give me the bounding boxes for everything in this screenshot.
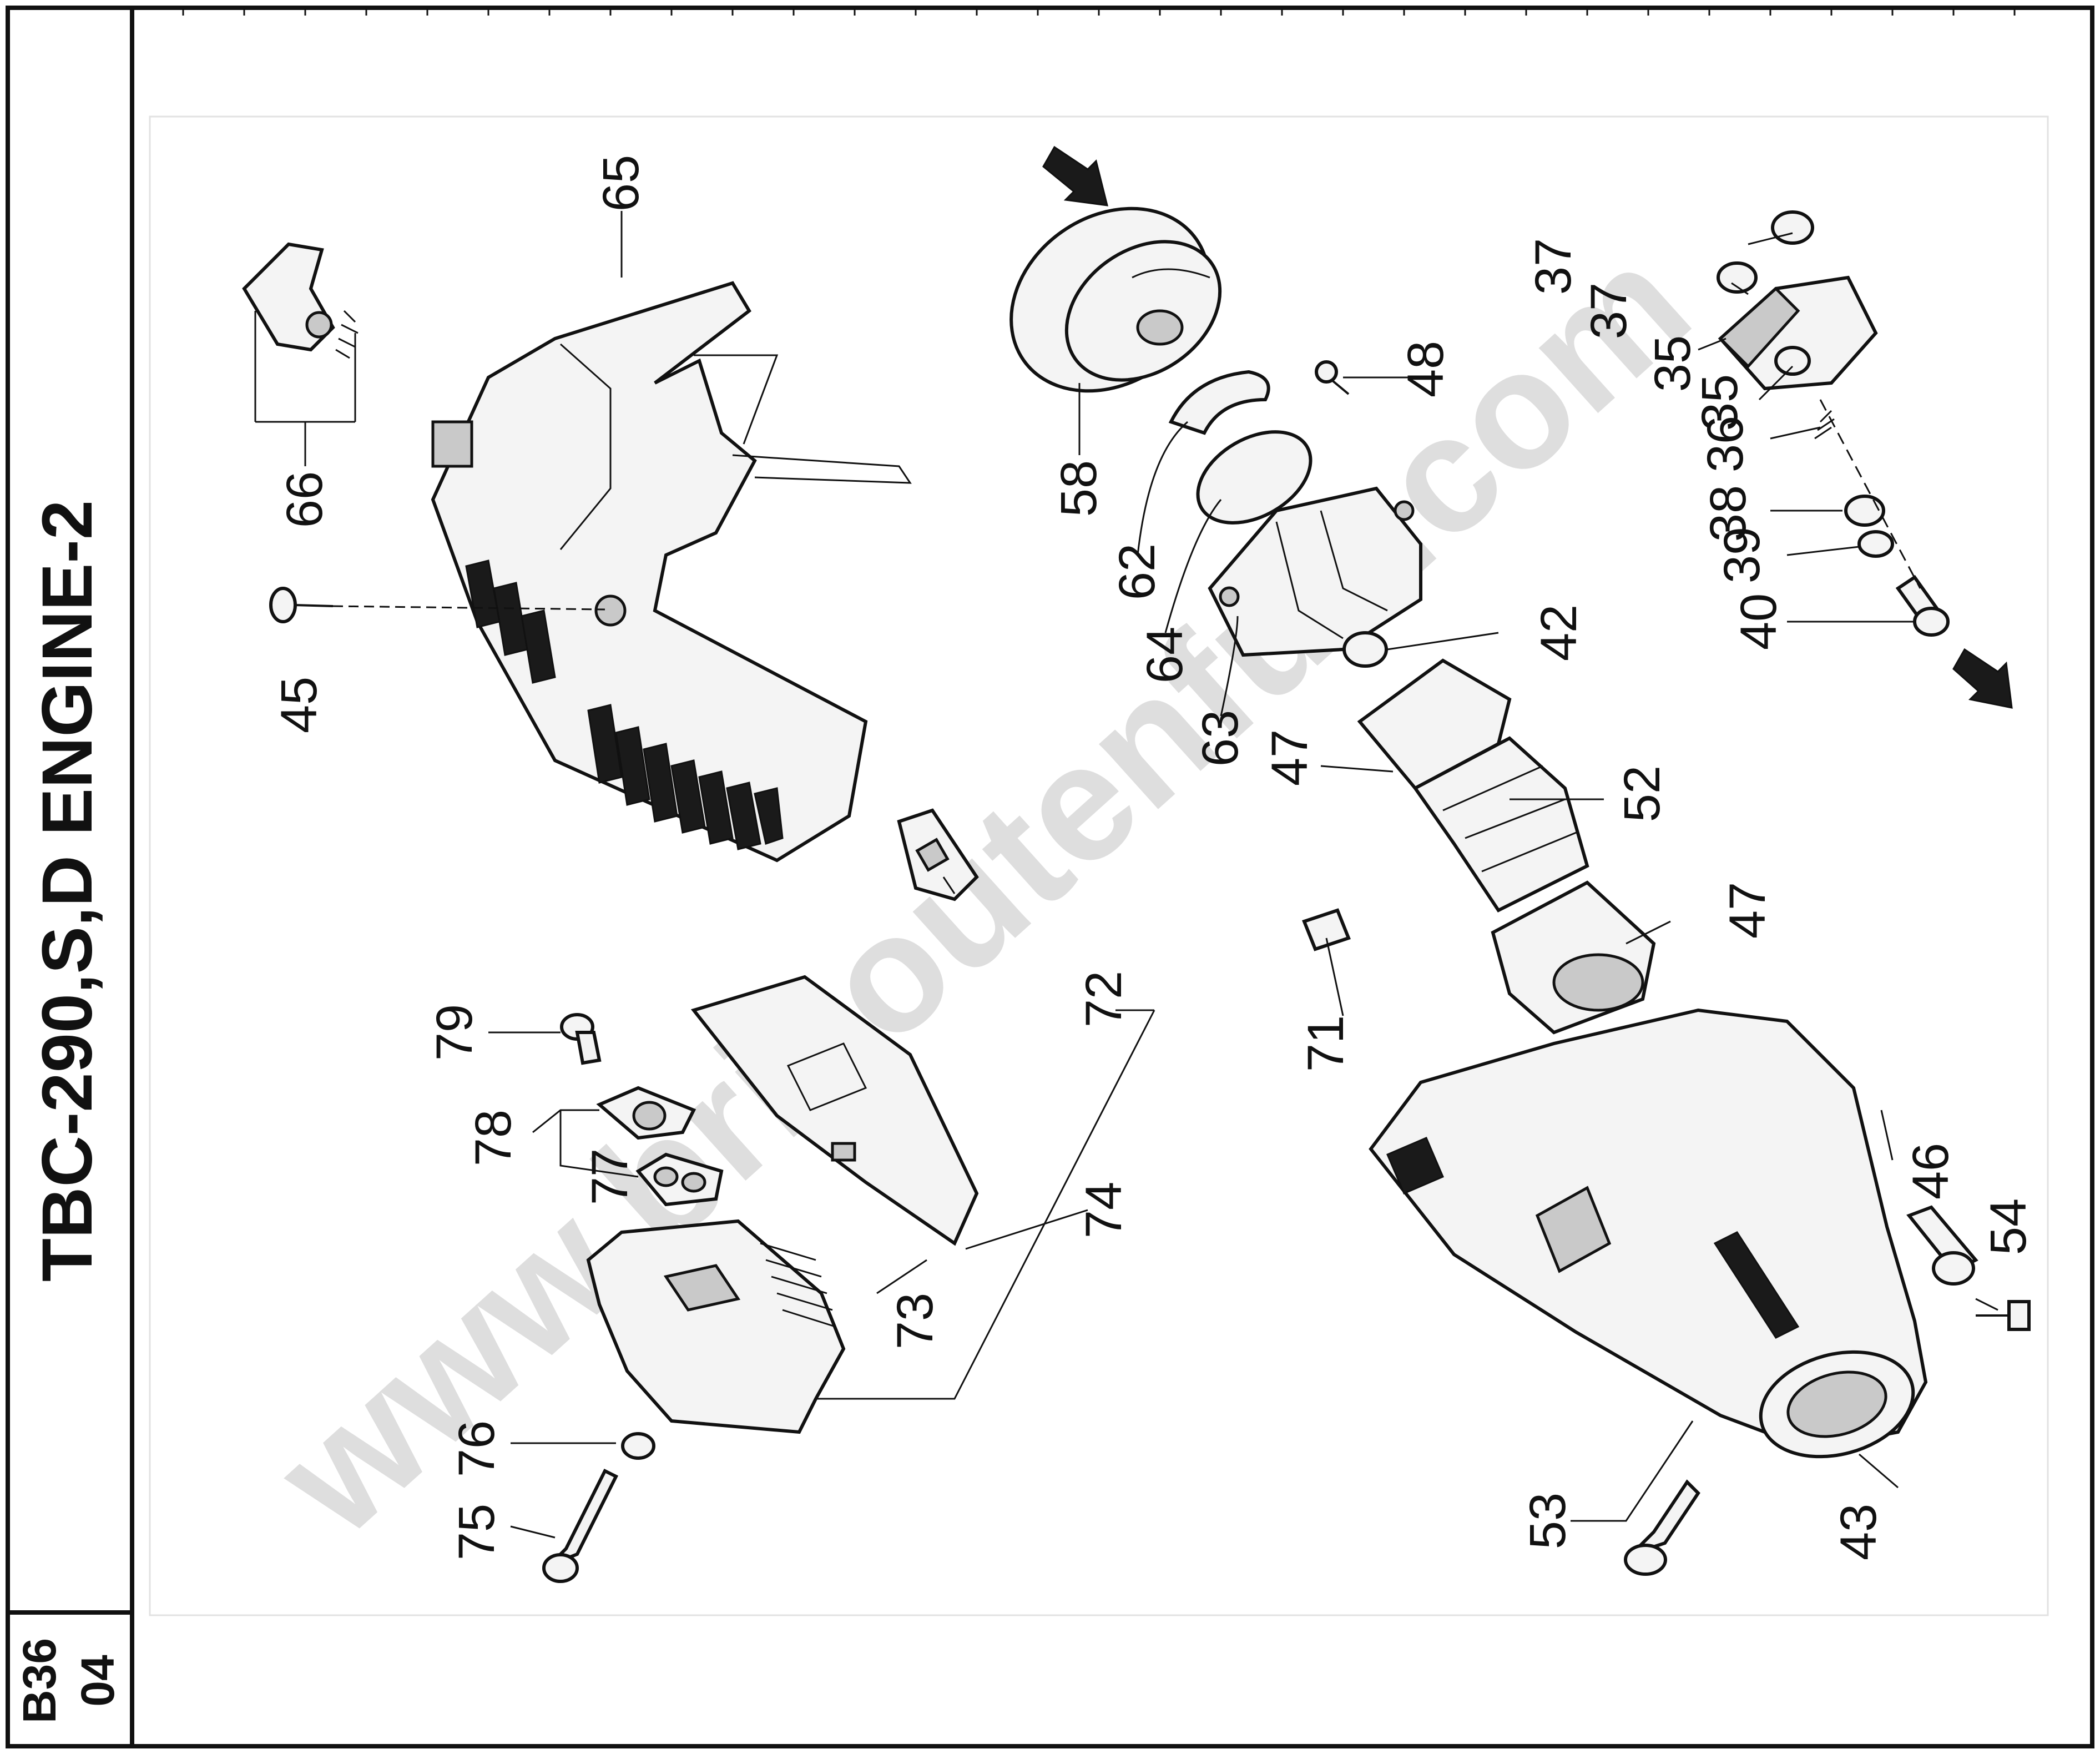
- callout-63: 63: [1192, 710, 1249, 767]
- sheet-title: TBC-290,S,D ENGINE-2: [28, 500, 107, 1282]
- heat-shield-part: [690, 975, 979, 1246]
- callout-79: 79: [426, 1004, 483, 1061]
- outer-frame: [6, 6, 2094, 1748]
- sheet-code-line2: 04: [72, 1655, 124, 1707]
- clutch-drum-part: [1009, 206, 1222, 393]
- callout-39: 39: [1714, 527, 1770, 583]
- callout-62: 62: [1109, 543, 1165, 600]
- spark-plug-cap-part: [242, 242, 359, 359]
- bolt-79-part: [560, 1013, 602, 1065]
- callout-78: 78: [465, 1110, 522, 1166]
- e-clip-part: [1168, 370, 1270, 435]
- engine-cover-part: [431, 281, 912, 863]
- engine-housing-part: [1369, 1008, 1928, 1459]
- callout-47-lower: 47: [1719, 882, 1776, 939]
- callout-71: 71: [1298, 1015, 1354, 1072]
- leader-lines: [254, 211, 1998, 1539]
- callout-37-upper: 37: [1525, 238, 1582, 295]
- callout-72: 72: [1076, 971, 1132, 1027]
- top-ruler-ticks: [182, 8, 2016, 16]
- callout-52: 52: [1614, 765, 1670, 822]
- bolt-53-part: [1624, 1479, 1700, 1576]
- washer-42-part: [1342, 631, 1388, 668]
- bolt-75-part: [542, 1468, 619, 1583]
- housing-screw-part: [1315, 360, 1350, 395]
- callout-77: 77: [582, 1148, 638, 1205]
- callout-58: 58: [1051, 460, 1107, 517]
- callout-47-upper: 47: [1261, 729, 1318, 786]
- direction-arrow-top: [1042, 145, 1108, 206]
- callout-74: 74: [1076, 1182, 1132, 1238]
- clutch-housing-part: [1208, 486, 1422, 657]
- callout-36: 36: [1697, 416, 1754, 472]
- callout-38: 38: [1700, 485, 1756, 542]
- plate-78-part: [596, 1086, 696, 1140]
- callout-65: 65: [593, 155, 649, 211]
- callout-66: 66: [276, 471, 333, 528]
- callout-37-lower: 37: [1581, 283, 1637, 339]
- callout-75: 75: [448, 1504, 505, 1560]
- callout-54: 54: [1980, 1198, 2037, 1255]
- callout-73: 73: [887, 1293, 943, 1349]
- callout-46: 46: [1902, 1143, 1959, 1199]
- callout-45: 45: [271, 677, 327, 733]
- sheet-code-line1: B36: [13, 1638, 65, 1723]
- shaft-bushing-lower-part: [1491, 880, 1656, 1035]
- callout-35-lower: 35: [1692, 374, 1748, 431]
- gasket-72-part: [897, 808, 979, 901]
- cover-screw-part: [269, 587, 605, 623]
- callout-40: 40: [1730, 593, 1787, 650]
- callout-42: 42: [1531, 604, 1587, 661]
- bolt-46-part: [1906, 1205, 1978, 1286]
- cover-vent-grille: [465, 560, 784, 850]
- callout-64: 64: [1137, 627, 1193, 683]
- clip-71-part: [1302, 908, 1351, 951]
- callout-labels: 65 66 45 58 62 64 63 48 42 47 52 47 37 3…: [271, 155, 2037, 1560]
- shaft-tube-part: [1412, 736, 1589, 913]
- muffler-part: [586, 1219, 846, 1434]
- washer-64-part: [1196, 430, 1312, 525]
- callout-48: 48: [1397, 341, 1454, 397]
- drawing-area: [149, 115, 2049, 1616]
- plate-77-part: [635, 1152, 724, 1207]
- direction-arrow-bottom: [1952, 648, 2013, 709]
- callout-35-upper: 35: [1644, 335, 1701, 392]
- bolt-54-part: [1976, 1300, 2031, 1331]
- callout-53: 53: [1520, 1493, 1576, 1549]
- washer-76-part: [621, 1432, 655, 1460]
- callout-76: 76: [448, 1420, 505, 1477]
- callout-43: 43: [1830, 1504, 1887, 1560]
- pawl-assembly-part: [1717, 210, 1950, 637]
